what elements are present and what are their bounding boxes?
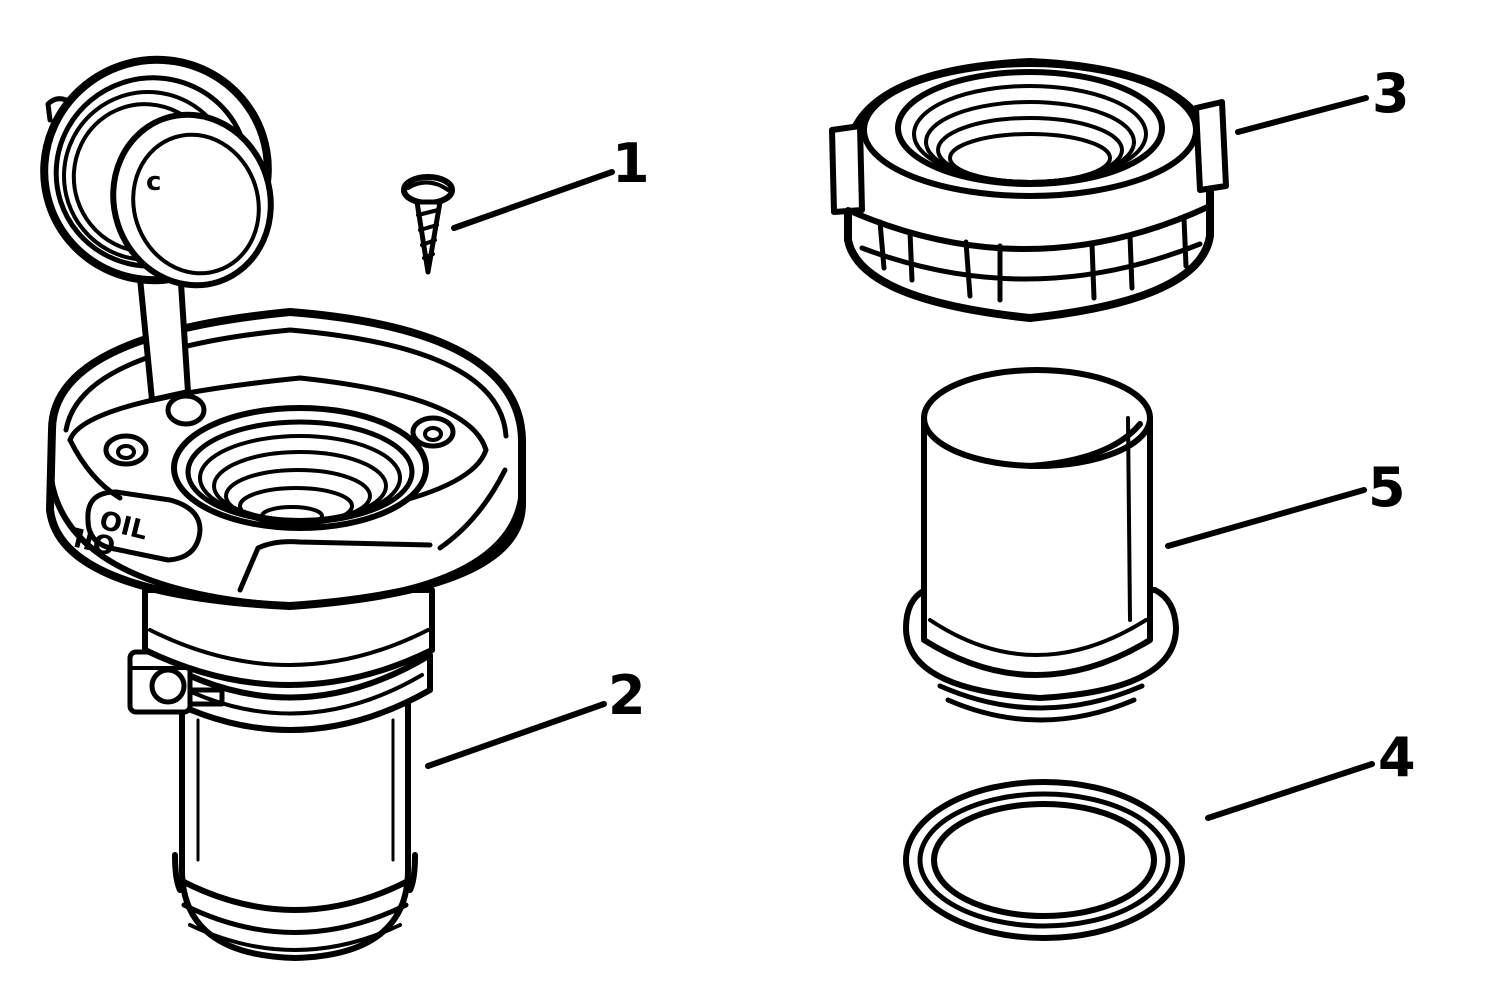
leader-line-2	[425, 701, 607, 769]
leader-lines	[425, 95, 1375, 821]
leader-line-5	[1165, 487, 1367, 549]
fill-cap: c	[40, 55, 274, 289]
callout-labels: 1 2 3 4 5	[608, 62, 1416, 789]
hose-tube	[172, 697, 418, 961]
callout-5: 5	[1368, 456, 1406, 519]
part-4-gasket	[903, 779, 1185, 941]
neck-collar	[142, 587, 435, 688]
part-5-fitting-tube	[903, 367, 1179, 723]
callout-1: 1	[612, 132, 650, 195]
cap-text-c: c	[146, 167, 161, 197]
callout-2: 2	[608, 664, 646, 727]
callout-4: 4	[1378, 726, 1416, 789]
part-1-screw	[401, 174, 455, 275]
part-2-oil-fill-neck: OIL OIL c	[40, 55, 526, 961]
leader-line-1	[451, 169, 615, 231]
leader-line-4	[1205, 761, 1375, 821]
threaded-opening	[171, 405, 429, 531]
hose-clamp	[127, 649, 433, 733]
callout-3: 3	[1372, 62, 1410, 125]
leader-line-3	[1235, 95, 1369, 135]
cap-lanyard	[137, 265, 191, 403]
part-3-coupling-nut	[829, 58, 1229, 322]
